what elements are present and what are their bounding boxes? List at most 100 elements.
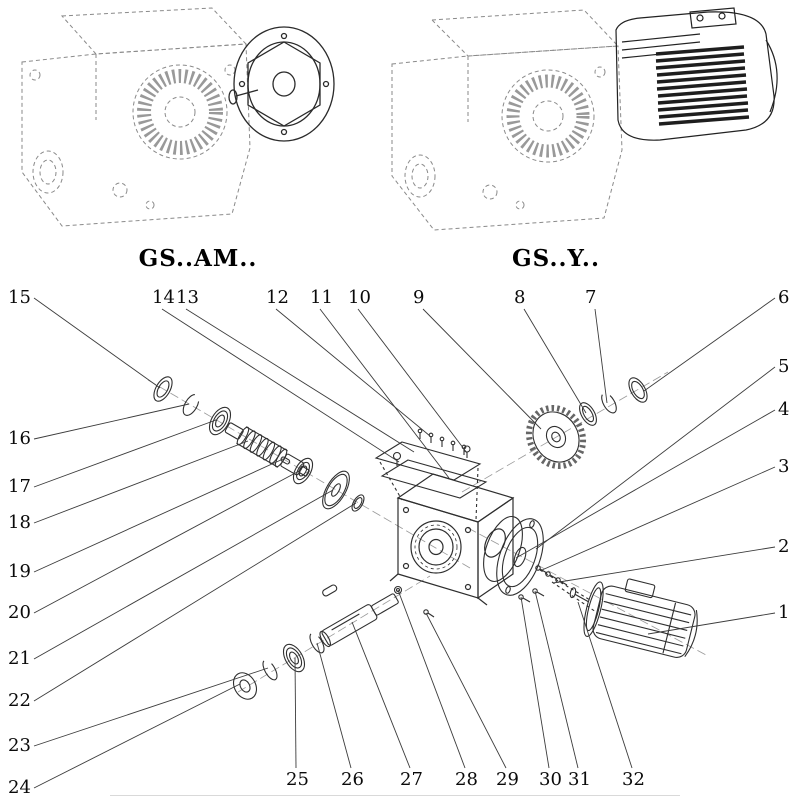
leader-line-16: [33, 403, 190, 440]
cover-bolts: [417, 428, 467, 455]
callout-15: 15: [8, 287, 31, 308]
callout-5: 5: [778, 356, 790, 377]
part-16-snap-ring: [182, 394, 200, 416]
leader-line-8: [523, 308, 587, 414]
part-7-snap-ring: [601, 392, 617, 414]
callout-25: 25: [286, 769, 309, 790]
part-19-key: [280, 456, 291, 465]
callout-17: 17: [8, 476, 31, 497]
leader-line-12: [275, 308, 431, 437]
callout-30: 30: [539, 769, 562, 790]
gs-am-output-flange: [228, 26, 335, 142]
leader-line-32: [577, 601, 633, 769]
leader-line-6: [643, 297, 776, 392]
leader-line-24: [33, 683, 241, 789]
leader-line-3: [541, 466, 776, 571]
gs-am-gear-teeth-hatch: [137, 69, 223, 155]
part-21-worm-wheel-disc: [322, 470, 350, 510]
gs-y-motor: [615, 7, 778, 141]
part-26-snap-ring: [309, 632, 325, 654]
part-23-snap-ring: [262, 659, 278, 681]
callout-29: 29: [496, 769, 519, 790]
callout-21: 21: [8, 648, 31, 669]
leader-line-29: [425, 612, 507, 769]
part-27-output-shaft: [319, 593, 399, 648]
callout-14: 14: [152, 287, 175, 308]
model-label-gs-y: GS..Y..: [512, 245, 600, 272]
part-28-plug: [393, 585, 403, 595]
part-29-bolt: [423, 609, 435, 618]
leader-line-13: [185, 308, 415, 453]
part-6-seal-ring: [628, 377, 648, 403]
gs-y-gear-teeth-hatch: [506, 74, 590, 158]
exploded-view: [147, 371, 709, 700]
callout-18: 18: [8, 512, 31, 533]
part-25-bearing: [282, 643, 306, 673]
leader-line-17: [33, 419, 217, 488]
callout-4: 4: [778, 399, 790, 420]
part-17-bearing: [208, 406, 232, 436]
leader-line-7: [594, 308, 608, 404]
gs-am-figure: [21, 7, 335, 227]
callout-19: 19: [8, 561, 31, 582]
callout-8: 8: [514, 287, 526, 308]
callout-9: 9: [413, 287, 425, 308]
part-24-end-washer: [232, 672, 258, 700]
callout-20: 20: [8, 602, 31, 623]
leader-line-26: [316, 642, 352, 769]
callout-2: 2: [778, 536, 790, 557]
leader-line-10: [357, 308, 468, 454]
part-5-adapter-cover: [496, 518, 544, 596]
bottom-edge-line: [110, 795, 680, 796]
callout-28: 28: [455, 769, 478, 790]
callout-6: 6: [778, 287, 790, 308]
leader-line-31: [534, 590, 579, 769]
part-22-spacer-ring: [351, 494, 365, 512]
part-1-motor: [569, 578, 698, 658]
leader-line-22: [33, 502, 357, 702]
leader-line-11: [319, 308, 450, 479]
callout-10: 10: [348, 287, 371, 308]
part-dowel-pin: [322, 584, 338, 597]
leader-line-23: [33, 667, 269, 747]
callout-12: 12: [266, 287, 289, 308]
part-4-gasket: [483, 516, 523, 582]
callout-24: 24: [8, 777, 31, 798]
leader-line-30: [520, 596, 550, 769]
leader-line-27: [351, 621, 411, 769]
leader-line-28: [397, 589, 466, 769]
callout-27: 27: [400, 769, 423, 790]
callout-7: 7: [585, 287, 597, 308]
part-18-worm-shaft: [224, 422, 310, 477]
callout-31: 31: [568, 769, 591, 790]
leader-line-15: [33, 297, 161, 389]
gs-y-figure: [391, 7, 778, 231]
part-20-bearing: [292, 457, 314, 485]
leader-line-21: [33, 489, 334, 660]
callout-13: 13: [176, 287, 199, 308]
gear-housing: [389, 473, 515, 606]
leader-line-2: [552, 546, 776, 584]
leader-line-4: [515, 409, 776, 559]
leader-line-18: [33, 440, 249, 524]
leader-line-5: [535, 366, 776, 550]
leader-line-14: [161, 308, 400, 463]
leader-line-1: [647, 612, 776, 635]
callout-32: 32: [622, 769, 645, 790]
leader-line-25: [294, 657, 297, 769]
model-label-gs-am: GS..AM..: [138, 245, 258, 272]
callout-22: 22: [8, 690, 31, 711]
part-8-washer: [579, 402, 597, 426]
gs-y-motor-fins-dark: [655, 45, 750, 126]
callout-3: 3: [778, 456, 790, 477]
callout-1: 1: [778, 602, 790, 623]
leader-line-9: [422, 308, 542, 430]
callout-11: 11: [310, 287, 333, 308]
callout-26: 26: [341, 769, 364, 790]
part-9-helical-gear: [525, 404, 587, 470]
callout-16: 16: [8, 428, 31, 449]
callout-23: 23: [8, 735, 31, 756]
